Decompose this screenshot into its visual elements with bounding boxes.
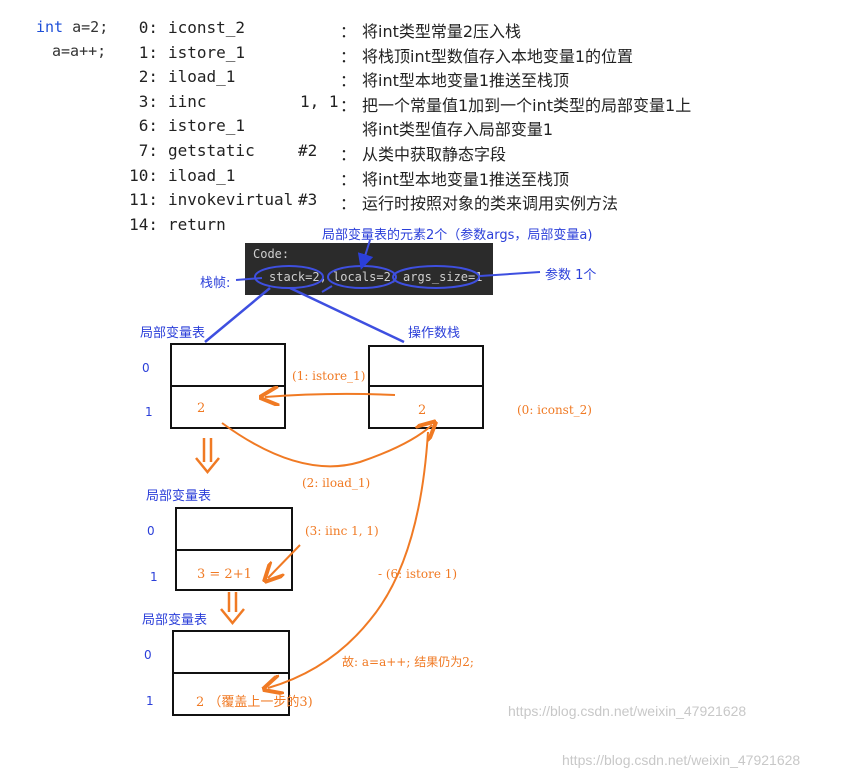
arrow-locals-note (357, 239, 374, 270)
local-3-value: 2 （覆盖上一步的3) (196, 695, 313, 710)
step-0-label: (0: iconst_2) (517, 403, 592, 417)
code-title: Code: (253, 247, 290, 261)
instr-index: 3: (138, 92, 158, 111)
instr-index: 10: (129, 166, 158, 185)
local-table-label-1: 局部变量表 (140, 326, 206, 341)
instr-index: 7: (138, 141, 158, 160)
slot-index-0-c: 0 (144, 648, 152, 662)
instr-sep: ： (340, 47, 357, 66)
instr-opcode: istore_1 (168, 43, 246, 62)
instr-desc: 从类中获取静态字段 (362, 145, 507, 164)
line-to-local-table (204, 287, 271, 343)
instr-index: 6: (138, 116, 158, 135)
slot-index-1-a: 1 (145, 405, 153, 419)
instr-opcode: getstatic (168, 141, 255, 160)
operand-stack-label: 操作数栈 (408, 326, 461, 341)
instr-arg: #3 (298, 190, 318, 209)
source-decl: a=2; (63, 18, 109, 36)
instr-sep: ： (340, 194, 357, 213)
watermark-1: https://blog.csdn.net/weixin_47921628 (508, 703, 747, 719)
arrow-params (479, 271, 541, 277)
arrow-iinc (268, 544, 301, 578)
source-line-2: a=a++; (52, 42, 107, 60)
source-line-1: int a=2; (36, 18, 108, 36)
instr-opcode: istore_1 (168, 116, 246, 135)
watermark-2: https://blog.csdn.net/weixin_47921628 (562, 752, 801, 768)
instr-sep: ： (340, 22, 357, 41)
step-1-label: (1: istore_1) (292, 369, 366, 383)
params-note: 参数 1个 (545, 268, 597, 283)
arrow-istore-1 (265, 394, 396, 397)
instr-arg: #2 (298, 141, 318, 160)
local-table-label-2: 局部变量表 (146, 489, 212, 504)
instr-desc: 将int型本地变量1推送至栈顶 (362, 170, 570, 189)
slot-index-1-c: 1 (146, 694, 154, 708)
arrow-frame (235, 277, 263, 281)
line-to-operand-stack (289, 286, 405, 344)
double-arrow-2 (220, 592, 245, 625)
instr-opcode: iinc (168, 92, 207, 111)
instr-opcode: iload_1 (168, 67, 236, 86)
slot-index-0-a: 0 (142, 361, 150, 375)
slot-index-0-b: 0 (147, 524, 155, 538)
operand-top-value: 2 (418, 403, 427, 418)
instr-index: 14: (129, 215, 158, 234)
instr-index: 11: (129, 190, 158, 209)
instr-arg: 1, 1 (300, 92, 339, 111)
instr-desc: 将int型本地变量1推送至栈顶 (362, 71, 570, 90)
code-locals: locals=2, (333, 270, 399, 284)
instr-index: 2: (138, 67, 158, 86)
instr-desc: 运行时按照对象的类来调用实例方法 (362, 194, 619, 213)
instr-index: 0: (138, 18, 158, 37)
local-2-value: 3 = 2+1 (197, 567, 252, 582)
instr-opcode: iload_1 (168, 166, 236, 185)
locals-elements-note: 局部变量表的元素2个（参数args，局部变量a) (322, 228, 593, 243)
oval-args (392, 265, 480, 289)
code-args-size: args_size=1 (403, 270, 483, 284)
instr-desc: 将栈顶int型数值存入本地变量1的位置 (362, 47, 634, 66)
instr-sep: ： (340, 145, 357, 164)
conclusion: 故: a=a++; 结果仍为2; (342, 655, 474, 669)
keyword-int: int (36, 18, 64, 36)
instr-sep: ： (340, 71, 357, 90)
instr-sep: ： (340, 170, 357, 189)
code-stack: stack=2, (269, 270, 327, 284)
operand-stack-slot-0 (368, 345, 484, 387)
instr-sep: ： (340, 96, 357, 115)
arrow-iload-1 (221, 423, 432, 468)
arrow-istore-1-b (268, 431, 429, 688)
step-2-label: (2: iload_1) (302, 476, 371, 490)
arrow-locals-tick (321, 285, 333, 293)
local-table-label-3: 局部变量表 (142, 613, 208, 628)
instr-desc: 将int类型常量2压入栈 (362, 22, 522, 41)
frame-label: 栈帧: (200, 276, 231, 291)
instr-opcode: return (168, 215, 226, 234)
local-table-3-slot-0 (172, 630, 290, 674)
oval-stack (254, 265, 324, 289)
slot-index-1-b: 1 (150, 570, 158, 584)
instr-desc: 将int类型值存入局部变量1 (362, 120, 554, 139)
double-arrow-1 (195, 438, 220, 474)
step-6-label: - (6: istore 1) (378, 567, 458, 581)
instr-index: 1: (138, 43, 158, 62)
oval-locals (327, 265, 397, 289)
instr-opcode: invokevirtual (168, 190, 294, 209)
local-1-value: 2 (197, 401, 206, 416)
instr-desc: 把一个常量值1加到一个int类型的局部变量1上 (362, 96, 692, 115)
instr-opcode: iconst_2 (168, 18, 246, 37)
step-3-label: (3: iinc 1, 1) (305, 524, 379, 538)
